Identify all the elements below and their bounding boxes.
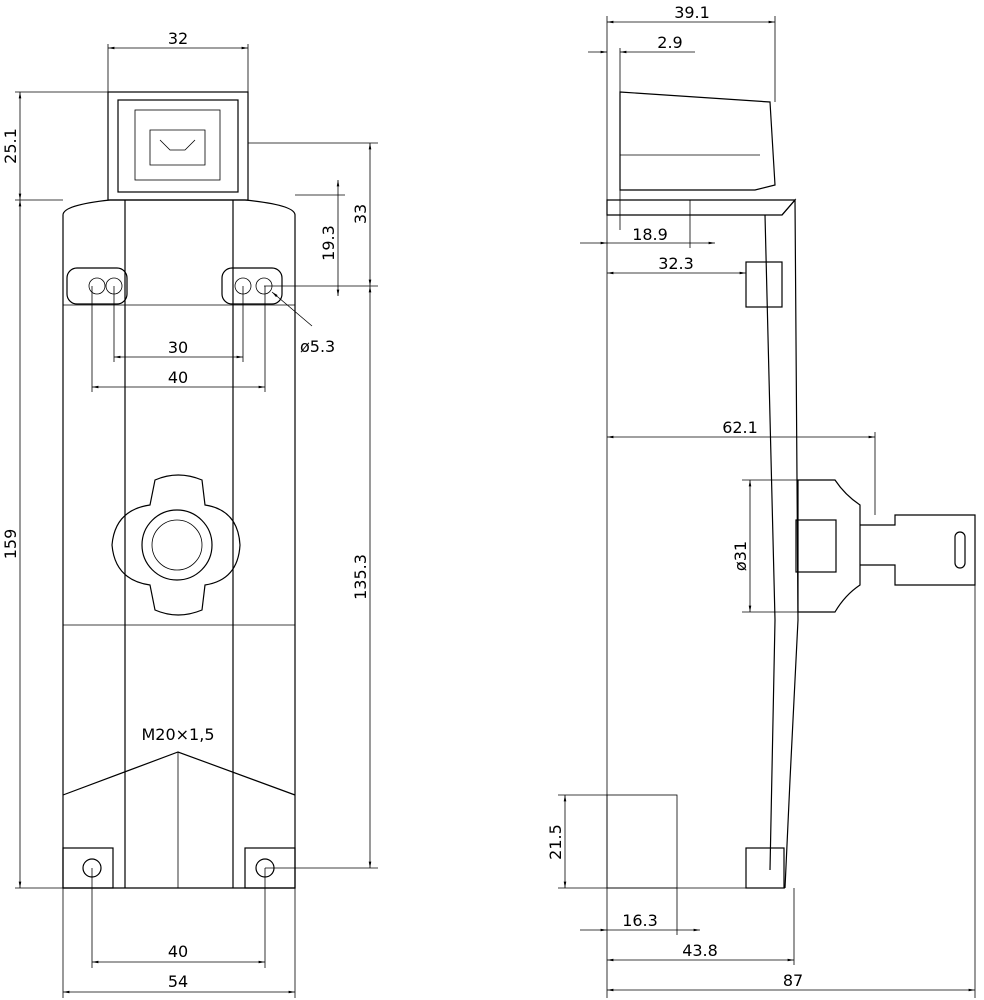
dim-head-width: 32 [168,29,188,48]
dim-30: 30 [168,338,188,357]
dim-62-1: 62.1 [722,418,758,437]
dim-18-9: 18.9 [632,225,668,244]
dim-key-diameter: ø31 [731,541,750,571]
dim-32-3: 32.3 [658,254,694,273]
dim-33: 33 [351,204,370,224]
dim-head-height: 25.1 [1,128,20,164]
dim-2-9: 2.9 [657,33,682,52]
dim-19-3: 19.3 [319,225,338,261]
dim-total-height: 159 [1,529,20,560]
dim-135-3: 135.3 [351,554,370,600]
dim-21-5: 21.5 [546,824,565,860]
dim-40-bottom: 40 [168,942,188,961]
thread-label: M20×1,5 [141,725,214,744]
dim-39-1: 39.1 [674,3,710,22]
front-view: 32 25.1 159 33 19.3 135.3 ø5.3 30 40 M20… [1,29,378,998]
dim-87: 87 [783,971,803,990]
dim-16-3: 16.3 [622,911,658,930]
dim-40-top: 40 [168,368,188,387]
dim-43-8: 43.8 [682,941,718,960]
side-view: 39.1 2.9 18.9 32.3 62.1 ø31 21.5 16.3 43… [546,3,976,998]
dim-hole-diameter: ø5.3 [300,337,335,356]
dim-54: 54 [168,972,188,991]
